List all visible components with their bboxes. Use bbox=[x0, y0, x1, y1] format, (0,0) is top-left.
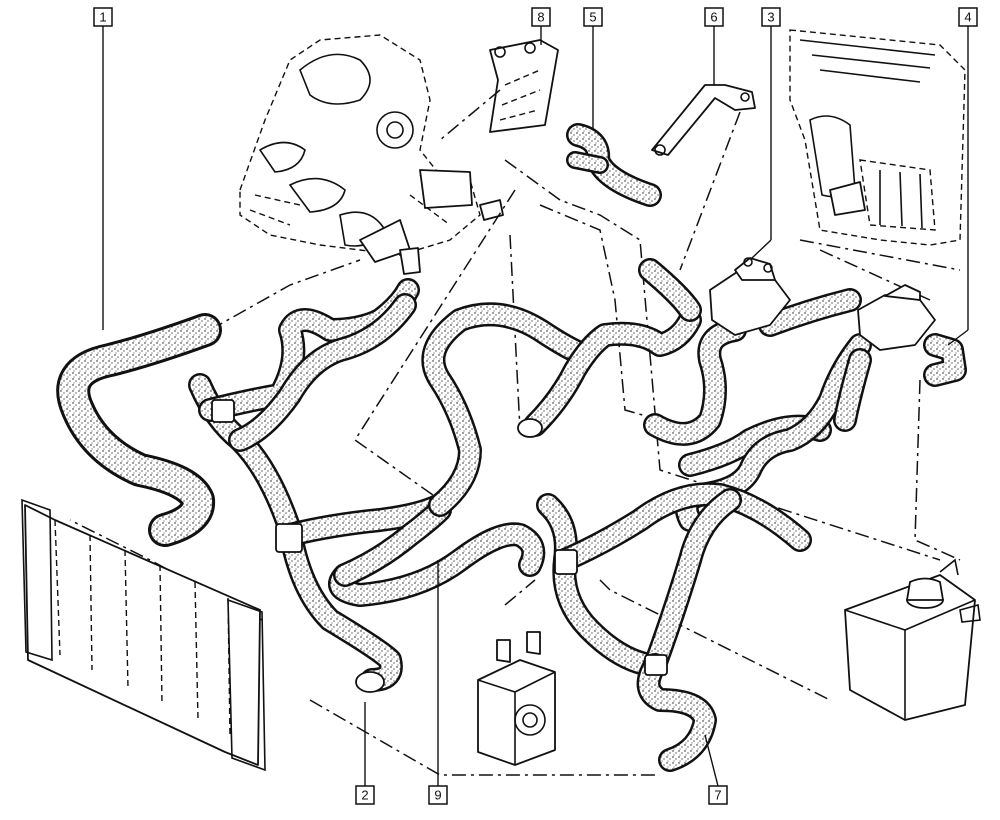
hose-part-7 bbox=[536, 482, 812, 772]
callout-4: 4 bbox=[947, 7, 978, 346]
engine-block bbox=[239, 34, 504, 275]
callout-label-9: 9 bbox=[434, 788, 441, 803]
bracket-part-6 bbox=[651, 84, 756, 271]
callout-label-4: 4 bbox=[964, 10, 971, 25]
callout-2: 2 bbox=[355, 702, 375, 805]
callout-5: 5 bbox=[583, 7, 603, 130]
oil-cooler bbox=[477, 631, 556, 766]
callout-7: 7 bbox=[704, 734, 728, 805]
callout-9: 9 bbox=[428, 560, 448, 805]
callout-label-8: 8 bbox=[537, 10, 544, 25]
hose-part-9 bbox=[328, 302, 702, 607]
coolant-reservoir bbox=[844, 558, 981, 721]
callout-8: 8 bbox=[531, 7, 551, 45]
callout-label-2: 2 bbox=[361, 788, 368, 803]
hose-part-2 bbox=[188, 278, 452, 693]
callout-label-1: 1 bbox=[99, 10, 106, 25]
hose-part-5 bbox=[566, 123, 662, 207]
callout-label-3: 3 bbox=[767, 10, 774, 25]
callout-label-6: 6 bbox=[710, 10, 717, 25]
valve-part-3 bbox=[638, 257, 862, 477]
heater-housing bbox=[789, 29, 966, 246]
callout-1: 1 bbox=[93, 7, 113, 330]
radiator bbox=[21, 498, 266, 772]
callout-3: 3 bbox=[751, 7, 781, 259]
bracket-part-8 bbox=[439, 39, 559, 141]
hose-part-1 bbox=[56, 313, 222, 547]
callout-label-5: 5 bbox=[589, 10, 596, 25]
callout-6: 6 bbox=[704, 7, 724, 85]
callout-label-7: 7 bbox=[714, 788, 721, 803]
